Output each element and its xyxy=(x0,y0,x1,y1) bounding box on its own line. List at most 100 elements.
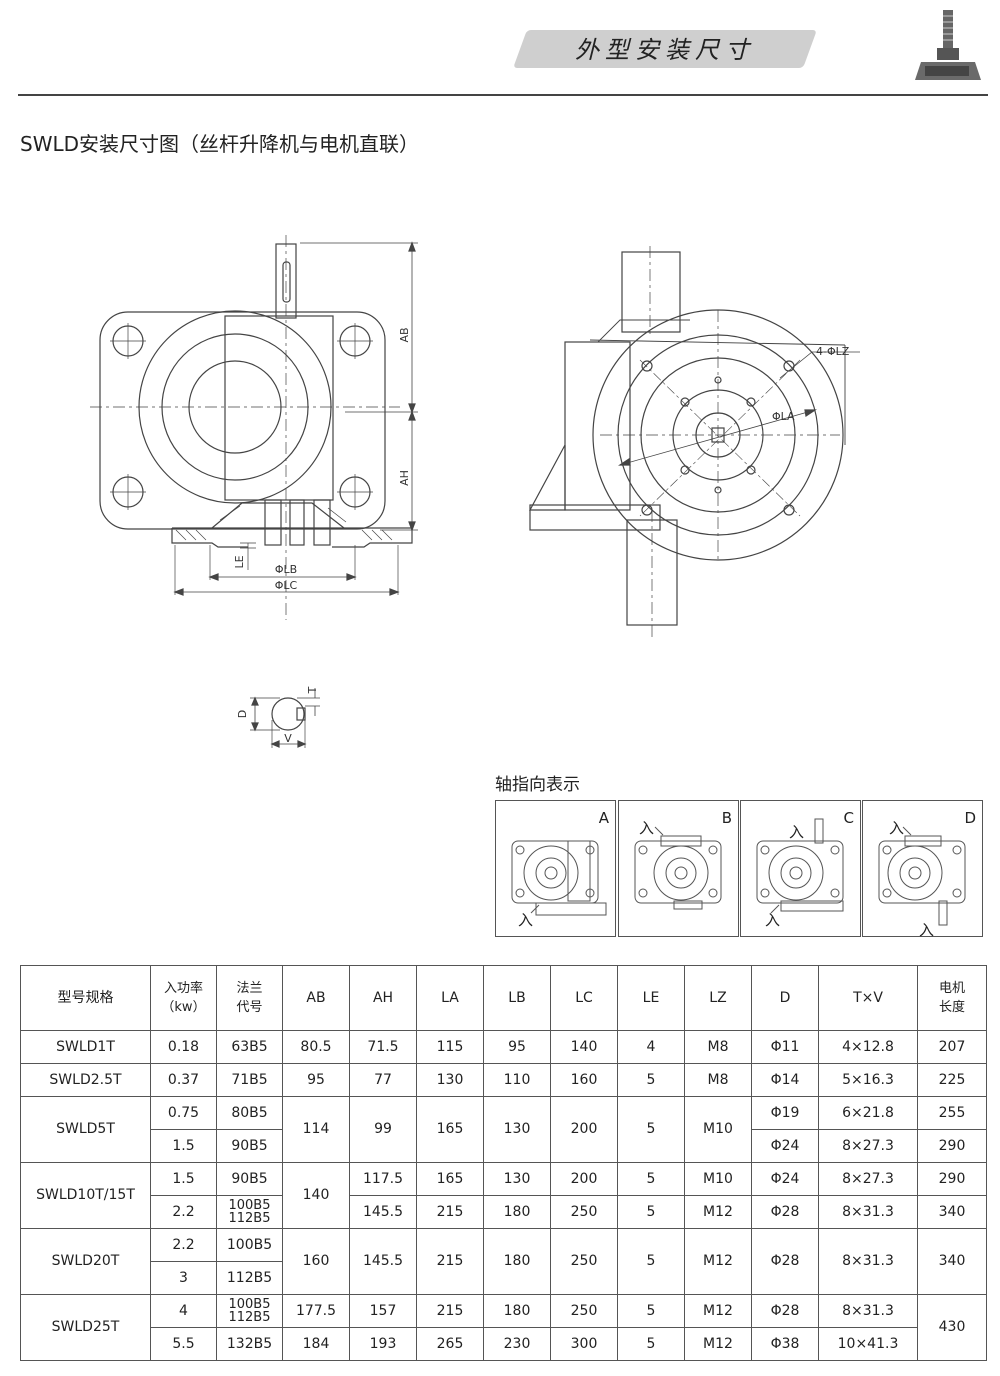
table-row: SWLD5T 0.75 80B5 114 99 165 130 200 5 M1… xyxy=(20,1096,987,1163)
cell-txv: 6×21.8 xyxy=(818,1096,918,1130)
cell-ah: 99 xyxy=(349,1096,417,1163)
cell-d: Φ11 xyxy=(751,1030,819,1064)
cell-lb: 95 xyxy=(483,1030,551,1064)
cell-flange: 80B5 xyxy=(216,1096,283,1130)
cell-power: 4 xyxy=(150,1294,217,1328)
cell-d: Φ24 xyxy=(751,1129,819,1163)
cell-ab: 140 xyxy=(282,1162,350,1229)
panel-a-letter: A xyxy=(598,809,609,827)
cell-le: 5 xyxy=(617,1327,685,1361)
cell-la: 115 xyxy=(416,1030,484,1064)
cell-ab: 114 xyxy=(282,1096,350,1163)
side-view xyxy=(528,246,860,640)
cell-le: 5 xyxy=(617,1096,685,1163)
table-row: SWLD20T 2.2 100B5 160 145.5 215 180 250 … xyxy=(20,1228,987,1295)
panel-b-input-label: 入 xyxy=(639,819,655,837)
cell-power: 0.75 xyxy=(150,1096,217,1130)
cell-flange: 112B5 xyxy=(216,1261,283,1295)
shaft-panel-a: A 入 xyxy=(495,800,616,937)
cell-power: 0.18 xyxy=(150,1030,217,1064)
col-ah: AH xyxy=(349,965,417,1031)
cell-flange: 132B5 xyxy=(216,1327,283,1361)
cell-txv: 8×31.3 xyxy=(818,1195,918,1229)
header-rule xyxy=(18,94,988,96)
table-row: SWLD2.5T 0.37 71B5 95 77 130 110 160 5 M… xyxy=(20,1063,987,1097)
shaft-direction-caption: 轴指向表示 xyxy=(495,775,580,795)
cell-power: 0.37 xyxy=(150,1063,217,1097)
cell-lz: M10 xyxy=(684,1162,752,1196)
panel-b-icon xyxy=(634,826,722,910)
cell-lz: M8 xyxy=(684,1063,752,1097)
dim-le-label: LE xyxy=(233,555,246,568)
cell-txv: 8×31.3 xyxy=(818,1228,918,1295)
cell-ah: 193 xyxy=(349,1327,417,1361)
cell-motor: 340 xyxy=(917,1195,987,1229)
table-row: SWLD10T/15T 1.5 90B5 140 117.5 165 130 2… xyxy=(20,1162,987,1229)
cell-flange: 90B5 xyxy=(216,1162,283,1196)
panel-d-input-label-2: 入 xyxy=(919,921,935,939)
panel-c-input-label-2: 入 xyxy=(765,911,781,929)
header-row: 型号规格 入功率（kw） 法兰代号 AB AH LA LB LC LE LZ D… xyxy=(20,965,987,1031)
cell-lc: 250 xyxy=(550,1294,618,1328)
cell-ab: 160 xyxy=(282,1228,350,1295)
cell-ah: 145.5 xyxy=(349,1228,417,1295)
cell-la: 165 xyxy=(416,1096,484,1163)
cell-lb: 130 xyxy=(483,1162,551,1196)
cell-model: SWLD5T xyxy=(20,1096,151,1163)
cell-txv: 4×12.8 xyxy=(818,1030,918,1064)
cell-ab: 177.5 xyxy=(282,1294,350,1328)
col-txv: T×V xyxy=(818,965,918,1031)
dim-lb-label: ΦLB xyxy=(275,563,297,576)
cell-power: 2.2 xyxy=(150,1195,217,1229)
cell-ah: 145.5 xyxy=(349,1195,417,1229)
col-la: LA xyxy=(416,965,484,1031)
dim-lc-label: ΦLC xyxy=(275,579,298,592)
col-d: D xyxy=(751,965,819,1031)
cell-le: 5 xyxy=(617,1228,685,1295)
cell-txv: 5×16.3 xyxy=(818,1063,918,1097)
cell-lc: 200 xyxy=(550,1096,618,1163)
front-view xyxy=(90,235,418,620)
cell-la: 215 xyxy=(416,1294,484,1328)
cell-d: Φ14 xyxy=(751,1063,819,1097)
cell-ab: 80.5 xyxy=(282,1030,350,1064)
col-flange: 法兰代号 xyxy=(216,965,283,1031)
cell-txv: 8×27.3 xyxy=(818,1129,918,1163)
cell-lz: M8 xyxy=(684,1030,752,1064)
cell-model: SWLD10T/15T xyxy=(20,1162,151,1229)
cell-txv: 8×31.3 xyxy=(818,1294,918,1328)
cell-motor: 290 xyxy=(917,1129,987,1163)
cell-lz: M12 xyxy=(684,1327,752,1361)
cell-lz: M10 xyxy=(684,1096,752,1163)
col-le: LE xyxy=(617,965,685,1031)
panel-a-input-label: 入 xyxy=(518,911,534,929)
product-logo xyxy=(915,10,981,80)
cell-ab: 95 xyxy=(282,1063,350,1097)
col-model: 型号规格 xyxy=(20,965,151,1031)
panel-a-icon xyxy=(511,840,607,916)
cell-model: SWLD25T xyxy=(20,1294,151,1361)
cell-ah: 71.5 xyxy=(349,1030,417,1064)
cell-lc: 200 xyxy=(550,1162,618,1196)
cell-d: Φ24 xyxy=(751,1162,819,1196)
cell-la: 165 xyxy=(416,1162,484,1196)
shaft-panel-b: B 入 xyxy=(618,800,739,937)
cell-d: Φ28 xyxy=(751,1228,819,1295)
cell-motor: 255 xyxy=(917,1096,987,1130)
dim-v-label: V xyxy=(284,732,292,745)
cell-power: 3 xyxy=(150,1261,217,1295)
cell-motor: 340 xyxy=(917,1228,987,1295)
cell-ah: 77 xyxy=(349,1063,417,1097)
panel-d-icon xyxy=(878,826,966,926)
cell-ab: 184 xyxy=(282,1327,350,1361)
spec-table-wrap: 型号规格 入功率（kw） 法兰代号 AB AH LA LB LC LE LZ D… xyxy=(20,965,987,1361)
cell-la: 265 xyxy=(416,1327,484,1361)
cell-la: 215 xyxy=(416,1228,484,1295)
cell-d: Φ28 xyxy=(751,1294,819,1328)
cell-power: 1.5 xyxy=(150,1129,217,1163)
cell-motor: 207 xyxy=(917,1030,987,1064)
panel-d-letter: D xyxy=(964,809,976,827)
